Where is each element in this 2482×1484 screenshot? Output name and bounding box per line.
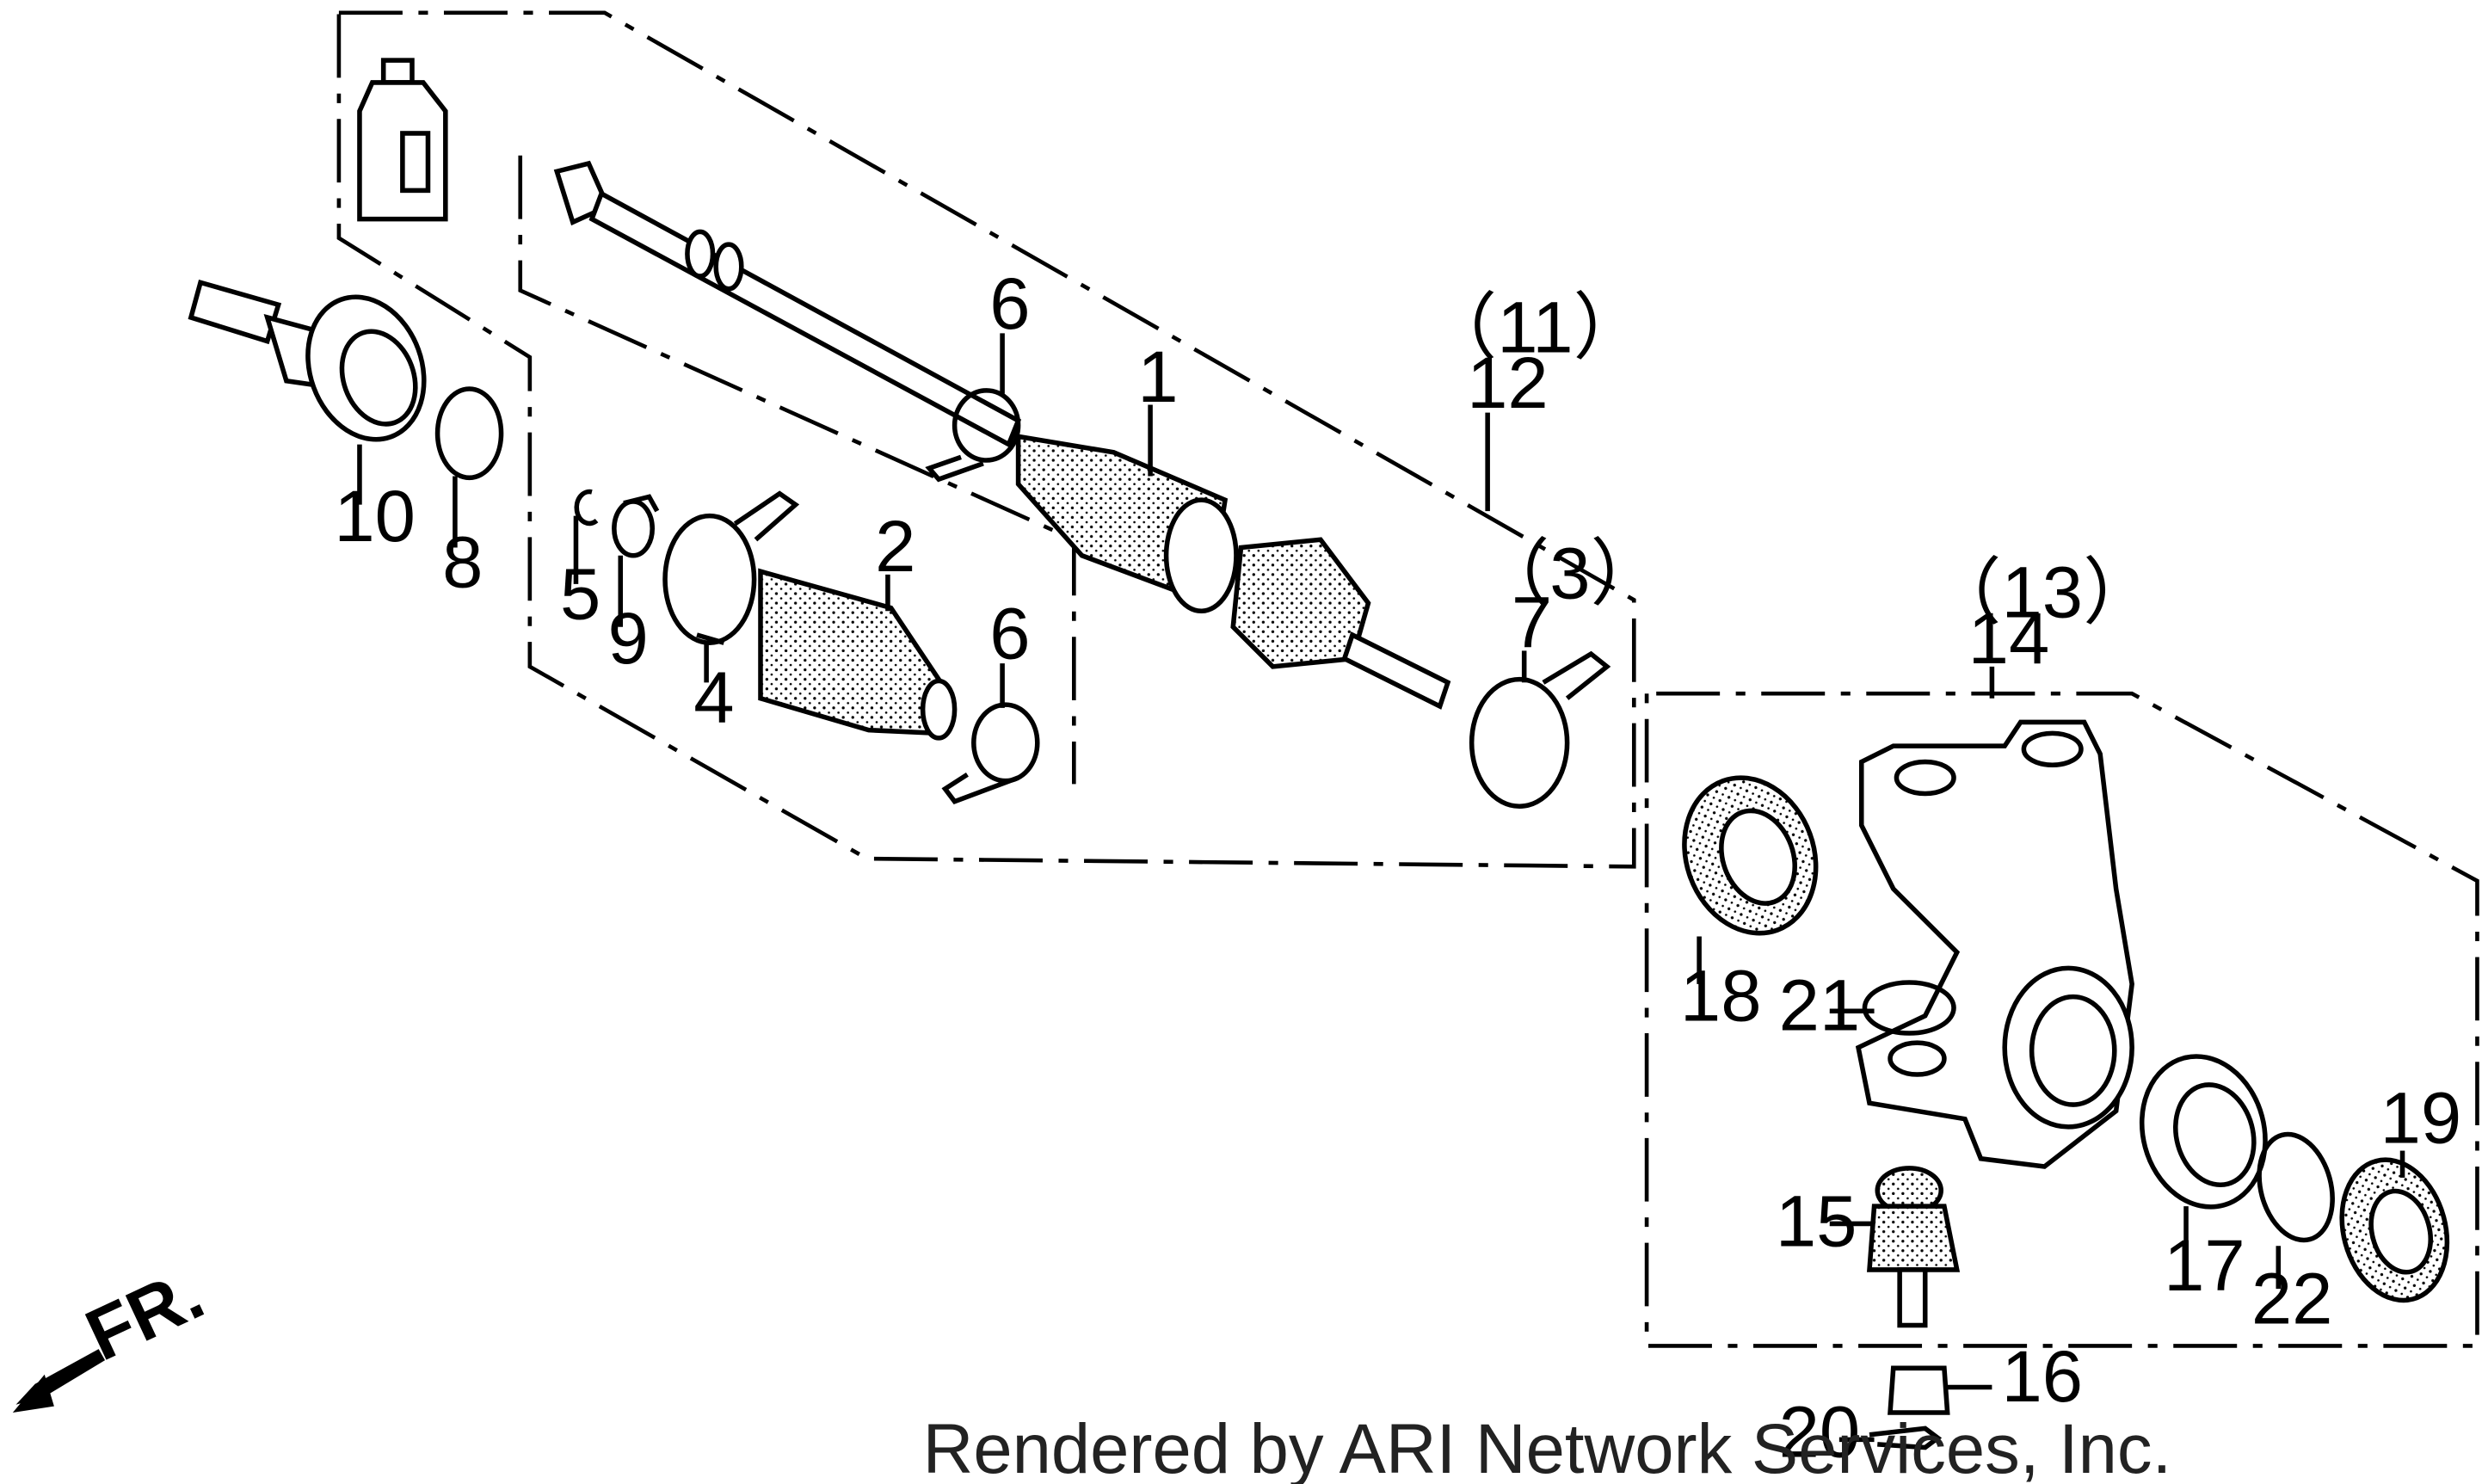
callout-6-lower: 6	[989, 594, 1030, 675]
hub-bearing	[2139, 1054, 2268, 1210]
boot-band-small	[612, 494, 660, 558]
castle-nut	[1888, 1365, 1950, 1415]
front-direction-arrow-icon	[12, 1349, 106, 1413]
callout-1: 1	[1137, 336, 1178, 418]
leader-lines	[357, 333, 2405, 1443]
steering-knuckle	[1855, 719, 2134, 1169]
callout-14: 14	[1968, 598, 2050, 680]
callout-18: 18	[1680, 955, 1762, 1037]
dust-seal-right	[2339, 1157, 2450, 1303]
credit-text: Rendered by ARI Network Services, Inc.	[923, 1410, 2172, 1484]
callout-13: （13）	[1928, 552, 2156, 634]
circlip-twentyone	[1862, 980, 1956, 1036]
stop-ring-small	[574, 489, 599, 526]
grease-bottle-icon	[357, 58, 448, 222]
boot-band-upper	[925, 388, 1021, 483]
callout-7: 7	[1512, 582, 1552, 664]
callout-16: 16	[2001, 1336, 2083, 1418]
callout-4: 4	[693, 657, 734, 739]
circlip-ring	[434, 386, 504, 481]
cotter-pin	[1869, 1426, 1943, 1450]
inner-cv-joint	[1230, 537, 1451, 710]
callout-3: （3）	[1476, 533, 1663, 615]
boot-band-lower	[941, 702, 1040, 805]
callout-2: 2	[875, 506, 915, 588]
ball-joint	[1867, 1166, 1961, 1328]
inner-boot	[1015, 434, 1239, 614]
callout-5: 5	[560, 554, 600, 636]
knuckle-boundary	[1644, 691, 2479, 1348]
callout-17: 17	[2164, 1225, 2245, 1307]
callout-15: 15	[1776, 1180, 1857, 1262]
callout-10: 10	[334, 476, 416, 557]
axle-shaft	[553, 160, 1022, 448]
boot-band-large	[662, 490, 800, 645]
driveshaft-kit-boundary	[336, 10, 1636, 869]
callout-8: 8	[442, 522, 483, 604]
callout-22: 22	[2251, 1259, 2333, 1340]
dust-seal-left	[1682, 775, 1819, 936]
callout-12: 12	[1467, 342, 1549, 424]
boot-kit-boundary	[518, 155, 1076, 785]
callout-9: 9	[607, 598, 648, 680]
callout-20: 20	[1779, 1392, 1861, 1474]
outer-cv-joint	[188, 279, 427, 442]
callout-11: （11）	[1424, 287, 1646, 369]
boot-band-seven	[1469, 650, 1611, 809]
callout-21: 21	[1779, 964, 1861, 1046]
callout-6-upper: 6	[989, 263, 1030, 345]
circlip-twentytwo	[2257, 1131, 2335, 1243]
outer-boot	[758, 568, 958, 741]
callout-19: 19	[2380, 1077, 2462, 1159]
